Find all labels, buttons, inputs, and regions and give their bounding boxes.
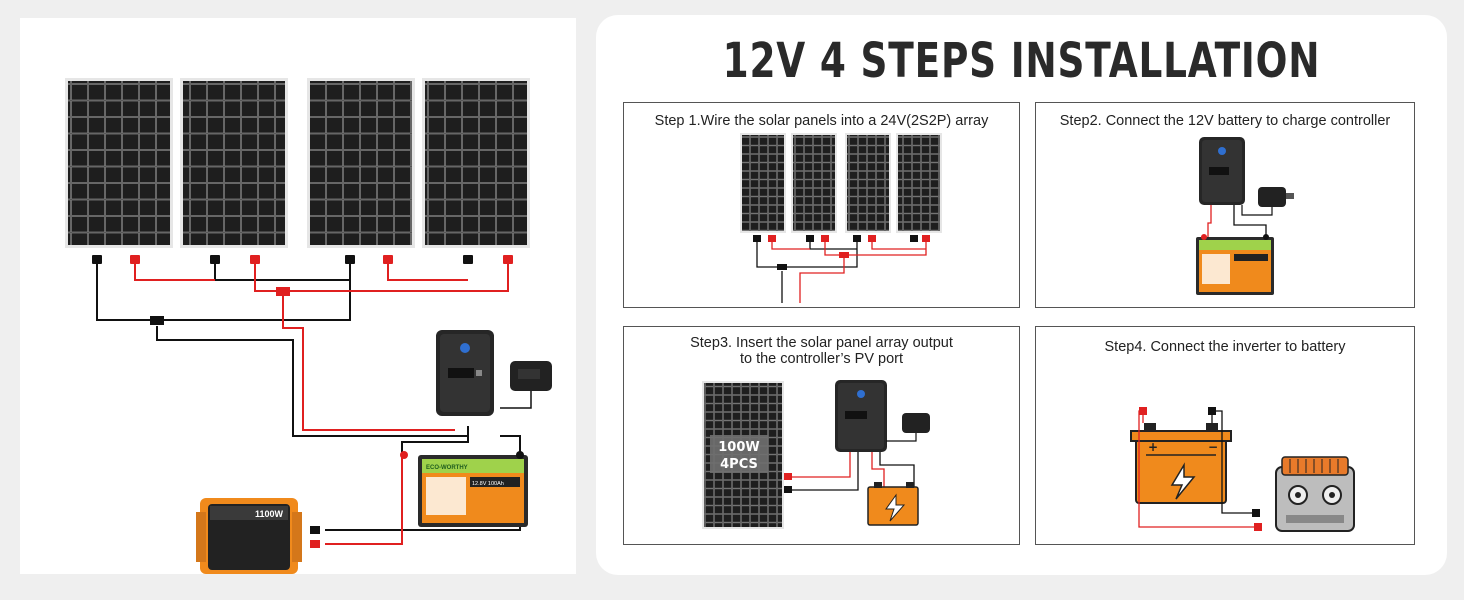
step-3-title-line-2: to the controller’s PV port xyxy=(739,351,904,367)
step-4-card: Step4. Connect the inverter to battery +… xyxy=(1035,326,1415,545)
pv-negative-terminal xyxy=(784,486,792,493)
solar-panel xyxy=(65,78,173,248)
pv-positive-terminal xyxy=(784,473,792,480)
solar-panel xyxy=(307,78,415,248)
svg-text:+: + xyxy=(1148,440,1158,454)
solar-panel xyxy=(180,78,288,248)
bluetooth-module xyxy=(1258,187,1294,207)
step-1-wires xyxy=(756,240,927,303)
installation-steps-panel: 12V 4 STEPS INSTALLATION Step 1.Wire the… xyxy=(596,15,1447,575)
solar-panel xyxy=(422,78,530,248)
system-illustration: 1100W ECO-WORTHY 12.8V 100Ah xyxy=(20,18,576,574)
solar-panel xyxy=(896,133,942,233)
bluetooth-module xyxy=(902,413,930,433)
step-1-title: Step 1.Wire the solar panels into a 24V(… xyxy=(654,113,989,129)
step-1-terminals xyxy=(753,235,930,270)
solar-panel xyxy=(845,133,891,233)
panel-terminals xyxy=(92,255,513,325)
bluetooth-module xyxy=(510,361,552,391)
solar-panel xyxy=(740,133,786,233)
charge-controller xyxy=(436,330,494,416)
panel-badge xyxy=(710,435,768,473)
power-inverter xyxy=(196,498,320,574)
system-wiring-diagram: 1100W ECO-WORTHY 12.8V 100Ah xyxy=(65,78,552,574)
lifepo4-battery xyxy=(1196,234,1274,295)
step-2-title: Step2. Connect the 12V battery to charge… xyxy=(1059,113,1391,129)
step-4-title: Step4. Connect the inverter to battery xyxy=(1104,339,1346,355)
battery-brand-label: ECO-WORTHY xyxy=(426,465,468,471)
step-2-card: Step2. Connect the 12V battery to charge… xyxy=(1035,102,1415,308)
battery-rating-label: 12.8V 100Ah xyxy=(472,481,504,487)
solar-panel xyxy=(791,133,837,233)
step-1-diagram xyxy=(740,133,942,303)
inverter-negative-terminal xyxy=(1252,509,1260,517)
step-3-diagram: 100W 4PCS xyxy=(702,380,930,529)
charge-controller xyxy=(835,380,887,452)
power-inverter xyxy=(1275,456,1355,532)
inverter-positive-terminal xyxy=(1254,523,1262,531)
red-wires xyxy=(134,263,509,545)
battery-icon xyxy=(867,482,919,526)
panel-badge-count: 4PCS xyxy=(720,457,758,472)
step-3-title-line-1: Step3. Insert the solar panel array outp… xyxy=(690,335,953,351)
step-4-diagram: + − xyxy=(1130,407,1355,532)
inverter-watt-label: 1100W xyxy=(255,509,284,519)
battery-icon: + − xyxy=(1130,423,1232,504)
battery-positive-terminal xyxy=(1139,407,1147,415)
page-title: 12V 4 STEPS INSTALLATION xyxy=(722,33,1321,89)
step-2-diagram xyxy=(1196,137,1294,295)
step-1-card: Step 1.Wire the solar panels into a 24V(… xyxy=(623,102,1020,308)
charge-controller xyxy=(1199,137,1245,205)
step-3-card: Step3. Insert the solar panel array outp… xyxy=(623,326,1020,545)
svg-text:−: − xyxy=(1208,440,1218,454)
lifepo4-battery xyxy=(400,451,528,527)
panel-badge-wattage: 100W xyxy=(718,440,759,455)
battery-negative-terminal xyxy=(1208,407,1216,415)
